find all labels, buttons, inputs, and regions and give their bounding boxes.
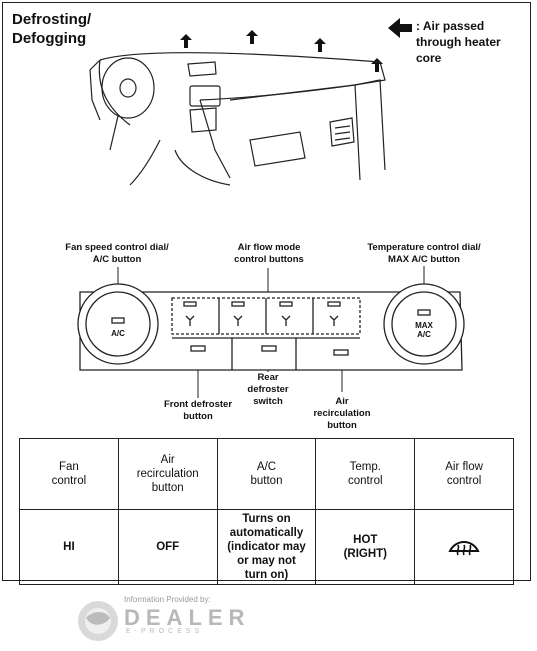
callout-air-flow-mode: Air flow mode control buttons xyxy=(234,242,304,265)
control-panel xyxy=(77,283,465,371)
legend-text: : Air passed through heater core xyxy=(416,19,501,65)
value-temp-control: HOT (RIGHT) xyxy=(315,509,416,585)
diagram-title: Defrosting/ Defogging xyxy=(12,11,92,47)
footer-brand-sub: E-PROCESS xyxy=(126,628,204,635)
value-ac-button: Turns on automatically (indicator may or… xyxy=(216,509,317,585)
header-air-flow-control: Air flow control xyxy=(414,438,514,510)
air-arrow-icon xyxy=(180,30,383,72)
callout-fan-speed: Fan speed control dial/ A/C button xyxy=(65,242,169,265)
callout-rear-defroster: Rear defroster switch xyxy=(247,372,289,407)
footer-brand: DEALER xyxy=(124,605,251,630)
arrow-left-icon xyxy=(388,18,412,38)
value-air-recirculation: OFF xyxy=(117,509,218,585)
header-air-recirculation: Air recirculation button xyxy=(117,438,218,510)
right-dial-label: MAX A/C xyxy=(415,321,433,339)
value-air-flow-control xyxy=(414,509,514,585)
table-row: HI OFF Turns on automatically (indicator… xyxy=(19,509,514,585)
left-dial-label: A/C xyxy=(111,329,125,338)
footer-provided-by: Information Provided by: xyxy=(124,595,211,604)
callout-air-recirculation: Air recirculation button xyxy=(313,396,371,431)
callout-temperature: Temperature control dial/ MAX A/C button xyxy=(367,242,481,265)
header-temp-control: Temp. control xyxy=(315,438,416,510)
callout-front-defroster: Front defroster button xyxy=(163,399,233,422)
dealer-logo-icon xyxy=(78,601,118,641)
front-defrost-icon xyxy=(448,541,480,556)
value-fan-control: HI xyxy=(19,509,119,585)
header-fan-control: Fan control xyxy=(19,438,119,510)
dashboard-illustration xyxy=(89,52,386,186)
settings-table: Fan control Air recirculation button A/C… xyxy=(19,438,514,585)
table-header-row: Fan control Air recirculation button A/C… xyxy=(19,438,514,510)
header-ac-button: A/C button xyxy=(216,438,317,510)
